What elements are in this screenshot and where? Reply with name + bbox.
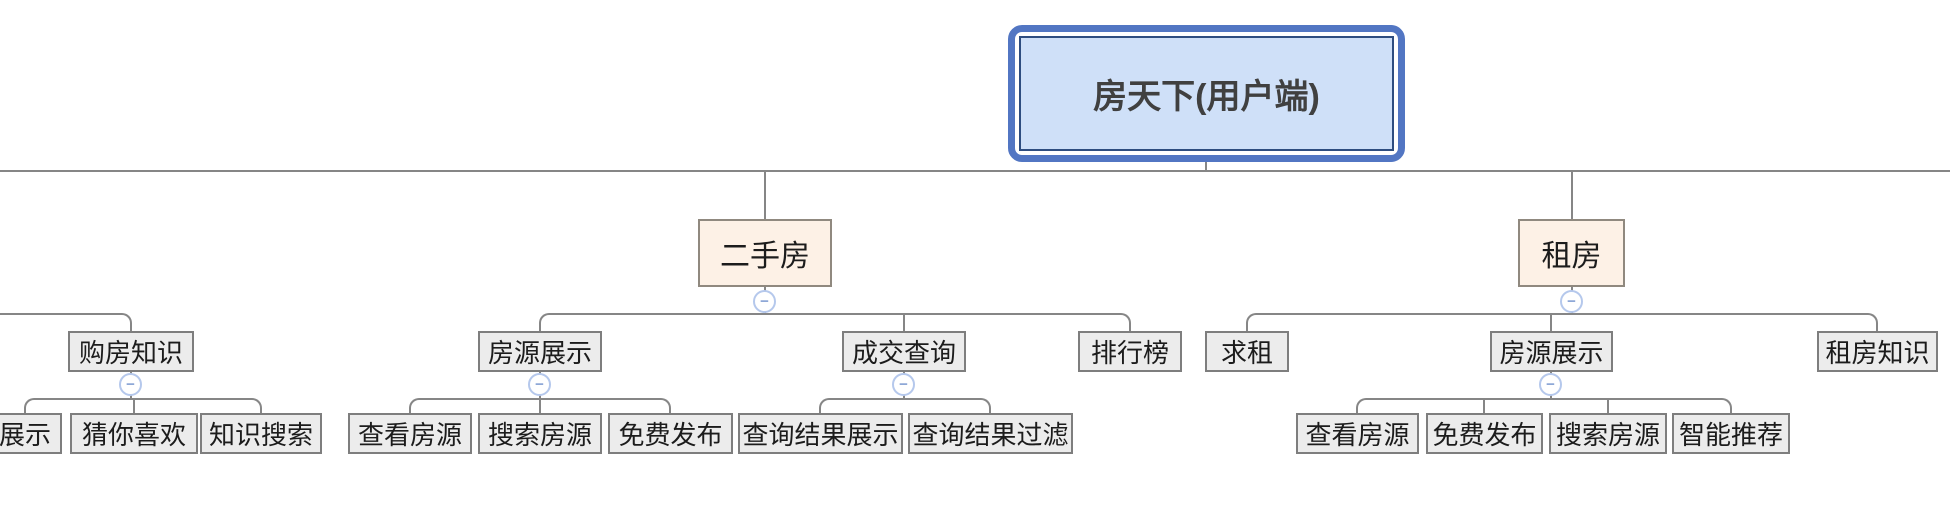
collapse-button-buy-knowledge[interactable]: − [119, 373, 142, 396]
node-query-result-filter[interactable]: 查询结果过滤 [908, 413, 1073, 454]
node-rent-view-listing[interactable]: 查看房源 [1296, 413, 1419, 454]
node-display-clipped[interactable]: 展示 [0, 413, 62, 454]
node-knowledge-search[interactable]: 知识搜索 [200, 413, 322, 454]
connector-line [133, 398, 135, 413]
connector-line [539, 398, 541, 413]
node-guess-you-like[interactable]: 猜你喜欢 [70, 413, 198, 454]
node-secondhand-house[interactable]: 二手房 [698, 219, 832, 287]
node-rent-house[interactable]: 租房 [1518, 219, 1625, 287]
connector-line [764, 170, 766, 219]
node-rent-free-publish[interactable]: 免费发布 [1426, 413, 1543, 454]
node-deal-query[interactable]: 成交查询 [842, 331, 966, 372]
connector-line [1607, 398, 1609, 413]
root-node-label: 房天下(用户端) [1019, 36, 1394, 151]
connector-rail [819, 398, 991, 413]
connector-line [903, 313, 905, 331]
node-ranking[interactable]: 排行榜 [1078, 331, 1182, 372]
collapse-button-deal-query[interactable]: − [892, 373, 915, 396]
collapse-button-rent-listing-display[interactable]: − [1539, 373, 1562, 396]
node-search-listing[interactable]: 搜索房源 [478, 413, 602, 454]
connector-rail [409, 398, 671, 413]
node-buy-knowledge[interactable]: 购房知识 [68, 331, 194, 372]
connector-rail [1356, 398, 1732, 413]
connector-line [1483, 398, 1485, 413]
connector-line [1571, 170, 1573, 219]
node-view-listing[interactable]: 查看房源 [348, 413, 472, 454]
connector-rail [24, 398, 262, 413]
node-free-publish[interactable]: 免费发布 [608, 413, 733, 454]
connector-rail [539, 313, 1131, 331]
node-rent-request[interactable]: 求租 [1205, 331, 1289, 372]
node-rent-listing-display[interactable]: 房源展示 [1490, 331, 1613, 372]
node-query-result-display[interactable]: 查询结果展示 [738, 413, 903, 454]
connector-rail [1246, 313, 1878, 331]
node-listing-display[interactable]: 房源展示 [478, 331, 602, 372]
connector-line [1550, 313, 1552, 331]
connector-rail [0, 313, 132, 331]
node-root[interactable]: 房天下(用户端) [1008, 25, 1405, 162]
connector-line [1205, 158, 1207, 171]
collapse-button-rent-house[interactable]: − [1560, 290, 1583, 313]
collapse-button-listing-display[interactable]: − [528, 373, 551, 396]
connector-line [0, 170, 1950, 172]
node-rent-search-listing[interactable]: 搜索房源 [1549, 413, 1667, 454]
node-rent-knowledge[interactable]: 租房知识 [1817, 331, 1938, 372]
node-smart-recommend[interactable]: 智能推荐 [1672, 413, 1790, 454]
collapse-button-secondhand-house[interactable]: − [753, 290, 776, 313]
